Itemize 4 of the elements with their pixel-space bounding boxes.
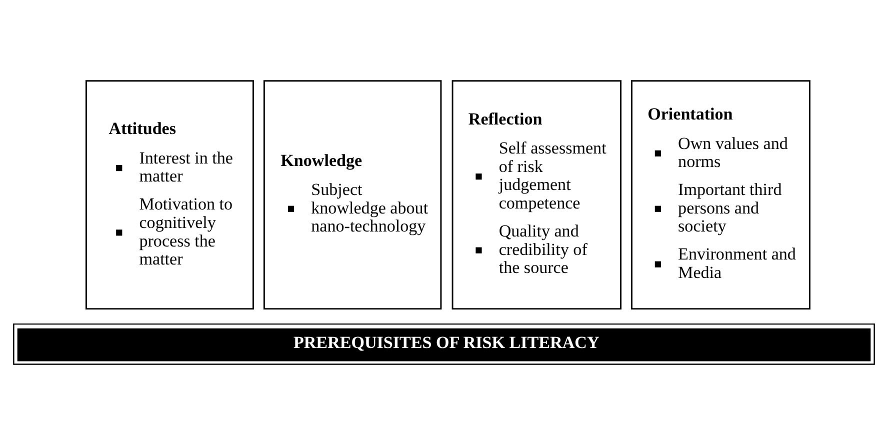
node-box: Orientation Own values and norms Important third persons and society Environment and Media xyxy=(631,80,810,310)
node-box: Attitudes Interest in the matter Motivation to cognitively process the matter xyxy=(85,80,254,310)
node-box: Reflection Self assessment of risk judgement competence Quality and credibility of the source xyxy=(452,80,622,310)
node-box: Knowledge Subject knowledge about nano-technology xyxy=(263,80,442,310)
